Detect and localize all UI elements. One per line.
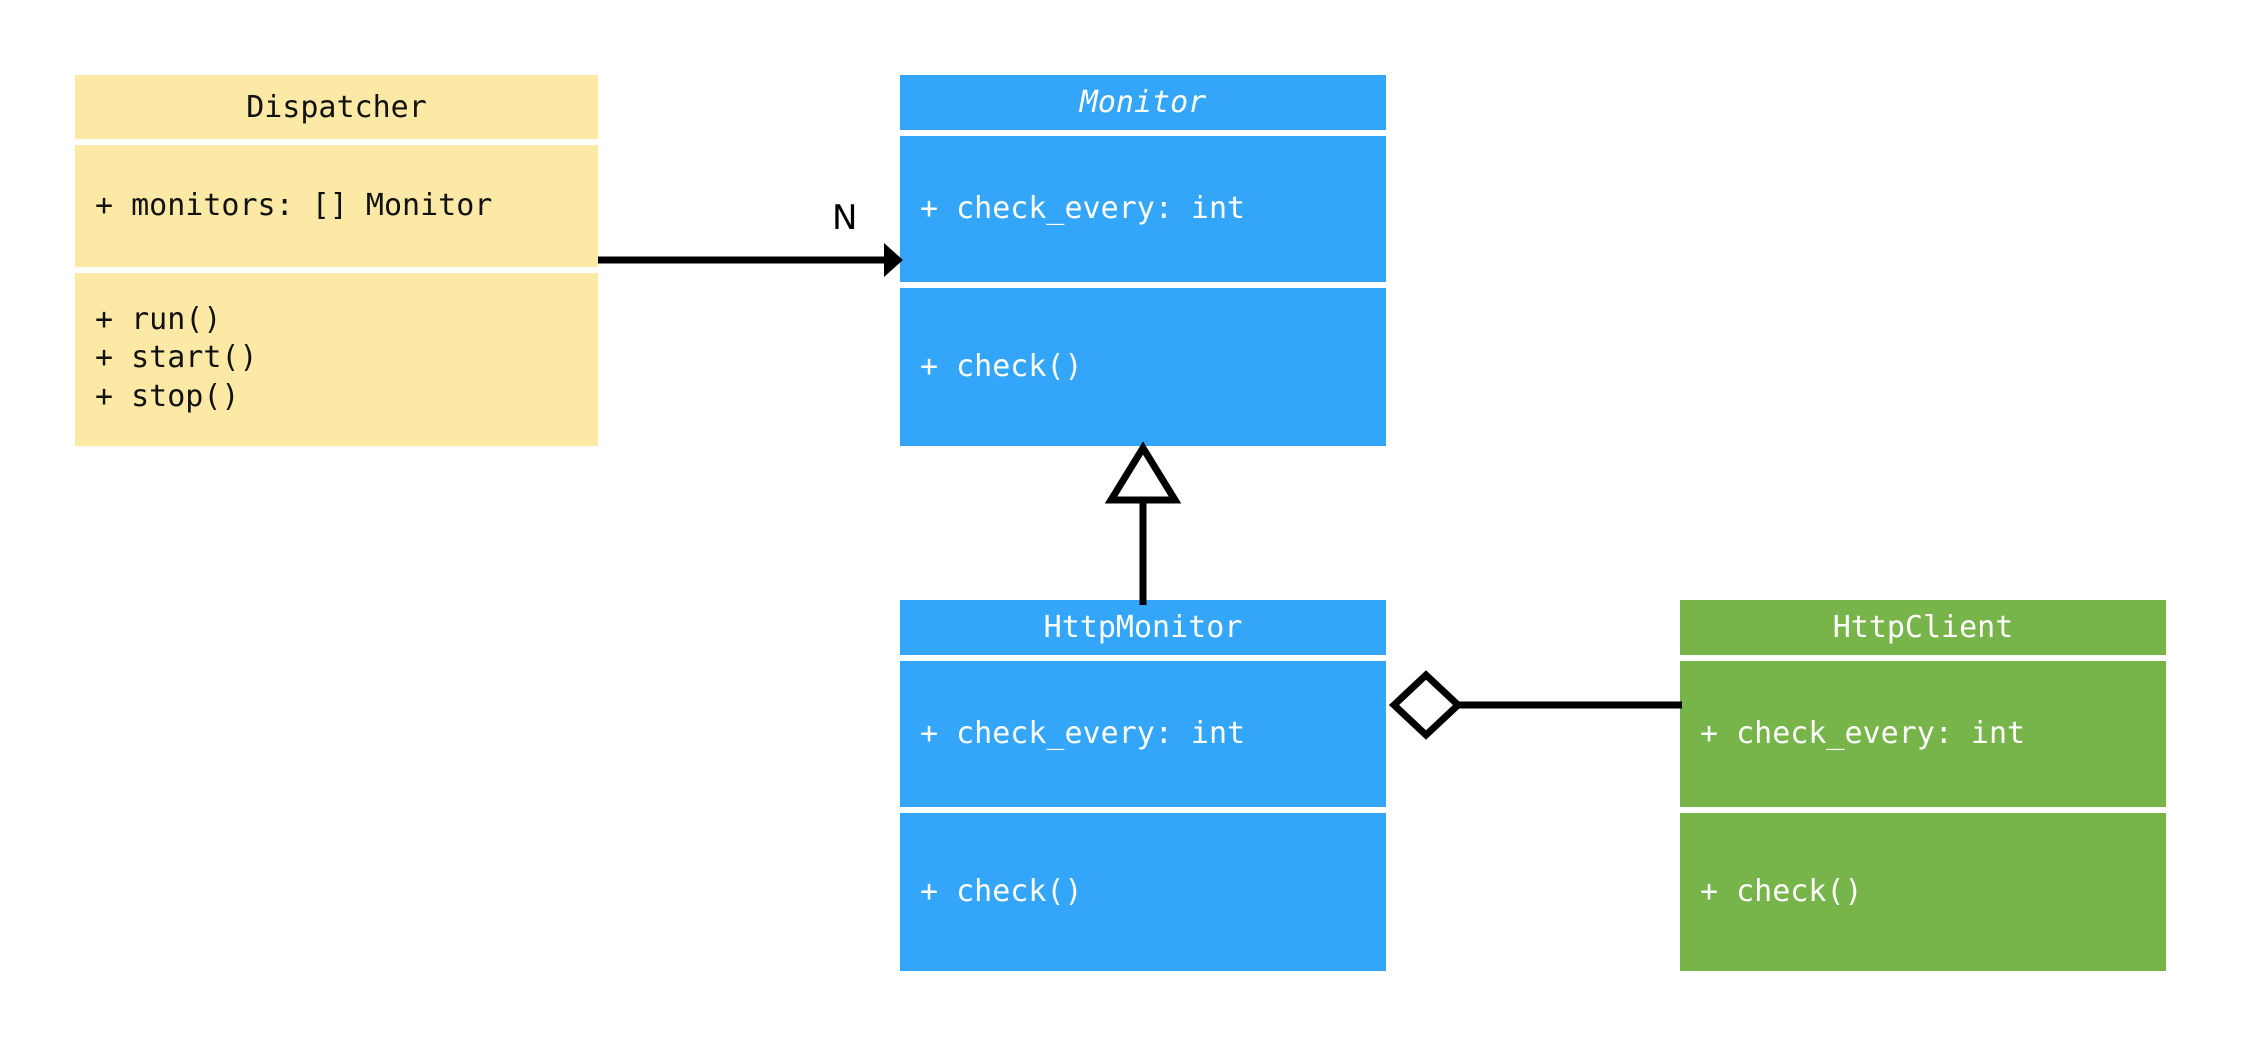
dispatcher-method: + run() <box>95 302 222 337</box>
association-dispatcher-to-monitor[interactable] <box>598 230 908 290</box>
class-box-http-client[interactable]: HttpClient + check_every: int + check() <box>1680 600 2166 971</box>
http-monitor-name-compartment: HttpMonitor <box>900 600 1386 655</box>
class-box-dispatcher[interactable]: Dispatcher + monitors: [] Monitor + run(… <box>75 75 598 446</box>
http-monitor-methods-compartment: + check() <box>900 813 1386 971</box>
http-monitor-method: + check() <box>920 873 1083 909</box>
hollow-diamond-icon <box>1388 670 1464 740</box>
http-monitor-attribute: + check_every: int <box>920 715 1246 751</box>
monitor-methods-compartment: + check() <box>900 288 1386 446</box>
filled-arrowhead-icon <box>884 243 903 277</box>
http-monitor-class-title: HttpMonitor <box>1043 610 1243 645</box>
http-client-attribute: + check_every: int <box>1700 715 2026 751</box>
monitor-class-title: Monitor <box>1079 85 1207 120</box>
monitor-attribute: + check_every: int <box>920 190 1246 226</box>
monitor-name-compartment: Monitor <box>900 75 1386 130</box>
dispatcher-methods-compartment: + run() + start() + stop() <box>75 273 598 446</box>
monitor-method: + check() <box>920 348 1083 384</box>
class-box-http-monitor[interactable]: HttpMonitor + check_every: int + check() <box>900 600 1386 971</box>
dispatcher-method: + start() <box>95 340 258 376</box>
http-client-method: + check() <box>1700 873 1863 909</box>
monitor-divider-1 <box>900 130 1386 136</box>
dispatcher-attributes-compartment: + monitors: [] Monitor <box>75 145 598 267</box>
dispatcher-divider-2 <box>75 267 598 273</box>
dispatcher-attribute: + monitors: [] Monitor <box>95 187 493 223</box>
dispatcher-divider-1 <box>75 139 598 145</box>
http-client-attributes-compartment: + check_every: int <box>1680 661 2166 807</box>
hollow-triangle-arrowhead-icon <box>1104 441 1182 504</box>
http-client-name-compartment: HttpClient <box>1680 600 2166 655</box>
monitor-divider-2 <box>900 282 1386 288</box>
http-monitor-divider-1 <box>900 655 1386 661</box>
dispatcher-method: + stop() <box>95 378 240 414</box>
dispatcher-class-title: Dispatcher <box>246 89 427 125</box>
dispatcher-name-compartment: Dispatcher <box>75 75 598 139</box>
http-client-divider-1 <box>1680 655 2166 661</box>
generalization-http-monitor-to-monitor[interactable] <box>1095 440 1191 605</box>
http-client-class-title: HttpClient <box>1832 610 2014 645</box>
class-box-monitor[interactable]: Monitor + check_every: int + check() <box>900 75 1386 446</box>
aggregation-http-monitor-to-http-client[interactable] <box>1386 660 1682 750</box>
http-client-divider-2 <box>1680 807 2166 813</box>
http-monitor-divider-2 <box>900 807 1386 813</box>
association-multiplicity-label: N <box>832 198 858 238</box>
http-client-methods-compartment: + check() <box>1680 813 2166 971</box>
monitor-attributes-compartment: + check_every: int <box>900 136 1386 282</box>
http-monitor-attributes-compartment: + check_every: int <box>900 661 1386 807</box>
